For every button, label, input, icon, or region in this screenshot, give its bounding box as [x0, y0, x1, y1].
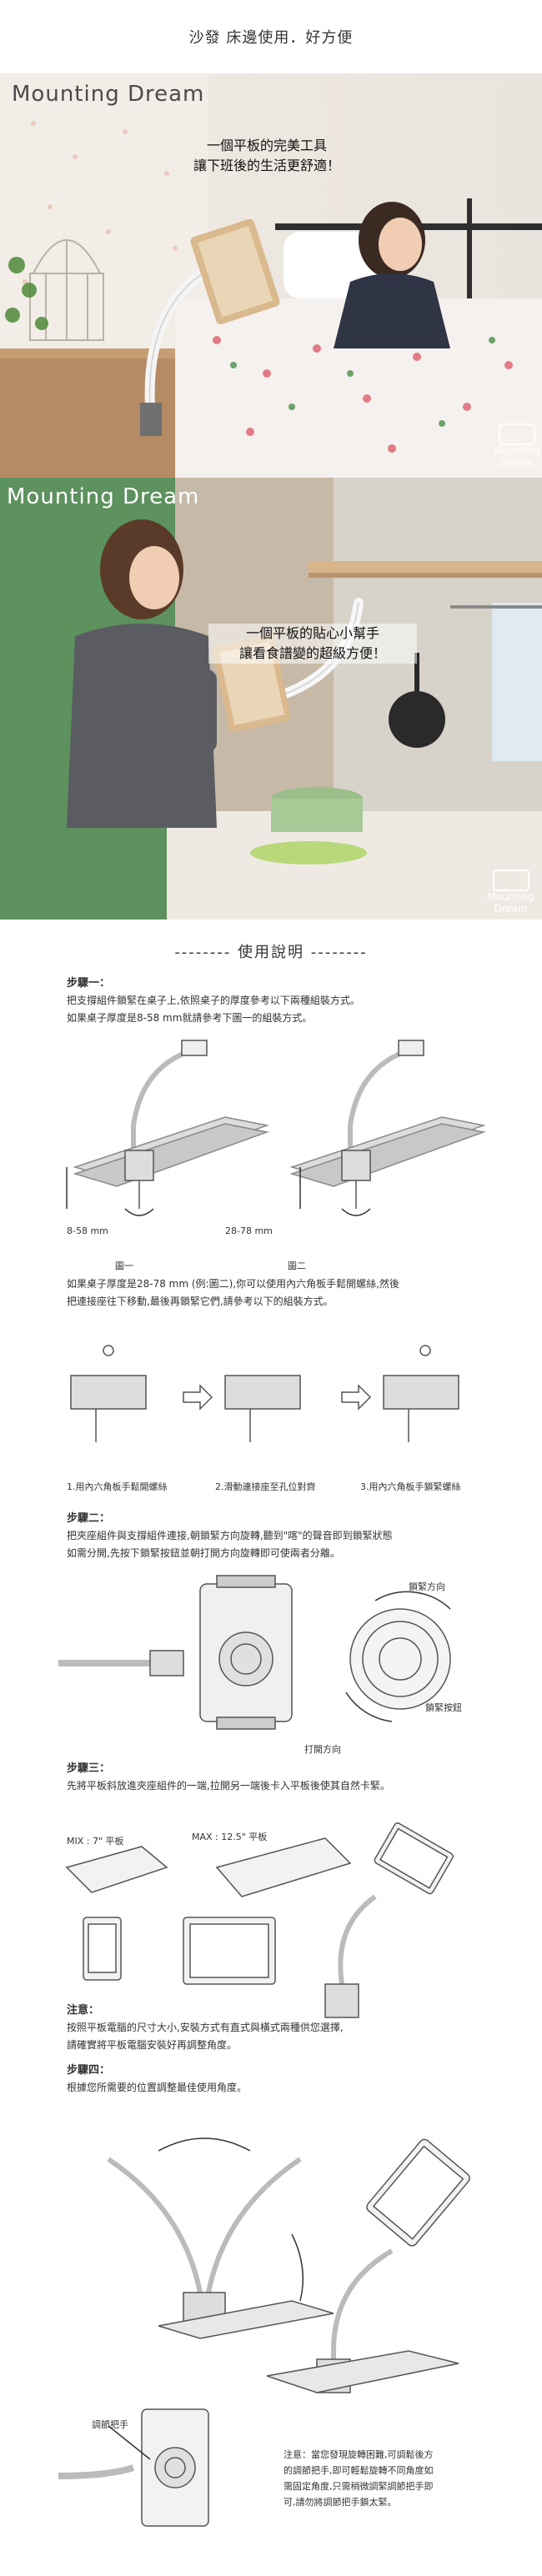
step1-text: 把支撐組件鎖緊在桌子上,依照桌子的厚度參考以下兩種組裝方式。 如果桌子厚度是8-… — [67, 992, 484, 1027]
sub-caption-3: 3.用內六角板手鎖緊螺絲 — [360, 1481, 461, 1492]
watermark-logo: Mounting Dream — [492, 423, 542, 469]
brand-logo-text: Mounting Dream — [7, 484, 200, 509]
text-line: 先將平板斜放進夾座組件的一端,拉開另一端後卡入平板後使其自然卡緊。 — [67, 1780, 390, 1792]
woman-figure — [67, 519, 217, 828]
text-line: 可,請勿將調節把手鎖太緊。 — [284, 2497, 397, 2508]
text-line: 需固定角度,只需稍微調緊調節把手即 — [284, 2481, 434, 2492]
step1-sub-diagram — [70, 1345, 459, 1442]
fig1-caption: 圖一 — [115, 1260, 133, 1271]
text-line: 如果桌子厚度是28-78 mm (例:圖二),你可以使用內六角板手鬆開螺絲,然後 — [67, 1278, 399, 1290]
md-logo-icon — [499, 423, 535, 445]
text-line: 把夾座組件與支撐組件連接,朝鎖緊方向旋轉,聽到"喀"的聲音即到鎖緊狀態 — [67, 1530, 393, 1541]
text-line: 把連接座往下移動,最後再鎖緊它們,請參考以下的組裝方式。 — [67, 1296, 334, 1307]
text-line: 如需分開,先按下鎖緊按鈕並朝打開方向旋轉即可使兩者分離。 — [67, 1547, 340, 1559]
watermark-text: Mounting Dream — [493, 445, 541, 469]
caption-line: 讓看食譜變的超級方便！ — [238, 645, 386, 661]
step3-label: 步驟三： — [67, 1762, 111, 1775]
step3-note: 按照平板電腦的尺寸大小,安裝方式有直式與橫式兩種供您選擇, 請確實將平板電腦安裝… — [67, 2019, 500, 2054]
step1-note: 如果桌子厚度是28-78 mm (例:圖二),你可以使用內六角板手鬆開螺絲,然後… — [67, 1275, 500, 1311]
step4-text: 根據您所需要的位置調整最佳使用角度。 — [67, 2079, 500, 2097]
step3-diagram — [65, 1822, 454, 2018]
lock-button-label: 鎖緊按鈕 — [425, 1702, 462, 1713]
step2-text: 把夾座組件與支撐組件連接,朝鎖緊方向旋轉,聽到"喀"的聲音即到鎖緊狀態 如需分開… — [67, 1527, 500, 1562]
md-logo-icon — [492, 870, 529, 891]
bedroom-banner: Mounting Dream 一個平板的完美工具 讓下班後的生活更舒適！ Mou… — [0, 73, 542, 478]
text-line: 根據您所需要的位置調整最佳使用角度。 — [67, 2082, 248, 2093]
step2-diagram — [58, 1575, 451, 1730]
sub-caption-2: 2.滑動連接座至孔位對齊 — [215, 1481, 316, 1492]
step1-diagram — [66, 1040, 486, 1216]
max-tablet-label: MAX : 12.5" 平板 — [192, 1832, 268, 1842]
text-line: 如果桌子厚度是8-58 mm就請參考下圖一的組裝方式。 — [67, 1012, 313, 1024]
fig2-caption: 圖二 — [288, 1260, 306, 1271]
watermark-logo: Mounting Dream — [479, 870, 542, 915]
bedroom-illustration — [0, 73, 542, 478]
knob-label: 調節把手 — [92, 2419, 128, 2430]
kitchen-illustration — [0, 478, 542, 920]
caption-line: 一個平板的貼心小幫手 — [245, 625, 379, 641]
watermark-text: Mounting Dream — [487, 891, 534, 915]
text-line: 請確實將平板電腦安裝好再調整角度。 — [67, 2039, 238, 2051]
min-tablet-label: MIX : 7" 平板 — [67, 1836, 124, 1847]
lock-direction-label: 鎖緊方向 — [409, 1581, 445, 1592]
step2-label: 步驟二： — [67, 1512, 111, 1525]
woman-figure — [334, 202, 450, 348]
step1-label: 步驟一： — [67, 977, 111, 990]
page-title: 沙發 床邊使用．好方便 — [188, 29, 354, 47]
open-direction-label: 打開方向 — [304, 1744, 341, 1755]
kitchen-banner: Mounting Dream 一個平板的貼心小幫手 讓看食譜變的超級方便！ Mo… — [0, 478, 542, 920]
caption-line: 一個平板的完美工具 — [206, 138, 327, 153]
text-line: 把支撐組件鎖緊在桌子上,依照桌子的厚度參考以下兩種組裝方式。 — [67, 995, 360, 1006]
step4-label: 步驟四： — [67, 2064, 111, 2077]
brand-logo-text: Mounting Dream — [12, 82, 205, 107]
birdcage — [29, 239, 104, 341]
step3-text: 先將平板斜放進夾座組件的一端,拉開另一端後卡入平板後使其自然卡緊。 — [67, 1777, 500, 1795]
page-header: 沙發 床邊使用．好方便 — [0, 0, 542, 73]
banner2-caption: 一個平板的貼心小幫手 讓看食譜變的超級方便！ — [208, 624, 417, 664]
fig2-thickness: 28-78 mm — [225, 1225, 273, 1236]
text-line: 按照平板電腦的尺寸大小,安裝方式有直式與橫式兩種供您選擇, — [67, 2022, 344, 2033]
fig1-thickness: 8-58 mm — [67, 1225, 108, 1236]
step3-note-label: 注意： — [67, 2004, 100, 2017]
instructions-title: -------- 使用說明 -------- — [174, 944, 368, 961]
caption-line: 讓下班後的生活更舒適！ — [193, 158, 340, 173]
text-line: 注意：當您發現旋轉困難,可調鬆後方 — [284, 2449, 434, 2460]
step4-diagram — [58, 2137, 470, 2527]
sub-caption-1: 1.用內六角板手鬆開螺絲 — [67, 1481, 168, 1492]
banner1-caption: 一個平板的完美工具 讓下班後的生活更舒適！ — [167, 136, 367, 176]
step4-note: 注意：當您發現旋轉困難,可調鬆後方 的調節把手,即可輕鬆旋轉不同角度如 需固定角… — [284, 2447, 475, 2510]
text-line: 的調節把手,即可輕鬆旋轉不同角度如 — [284, 2465, 434, 2476]
